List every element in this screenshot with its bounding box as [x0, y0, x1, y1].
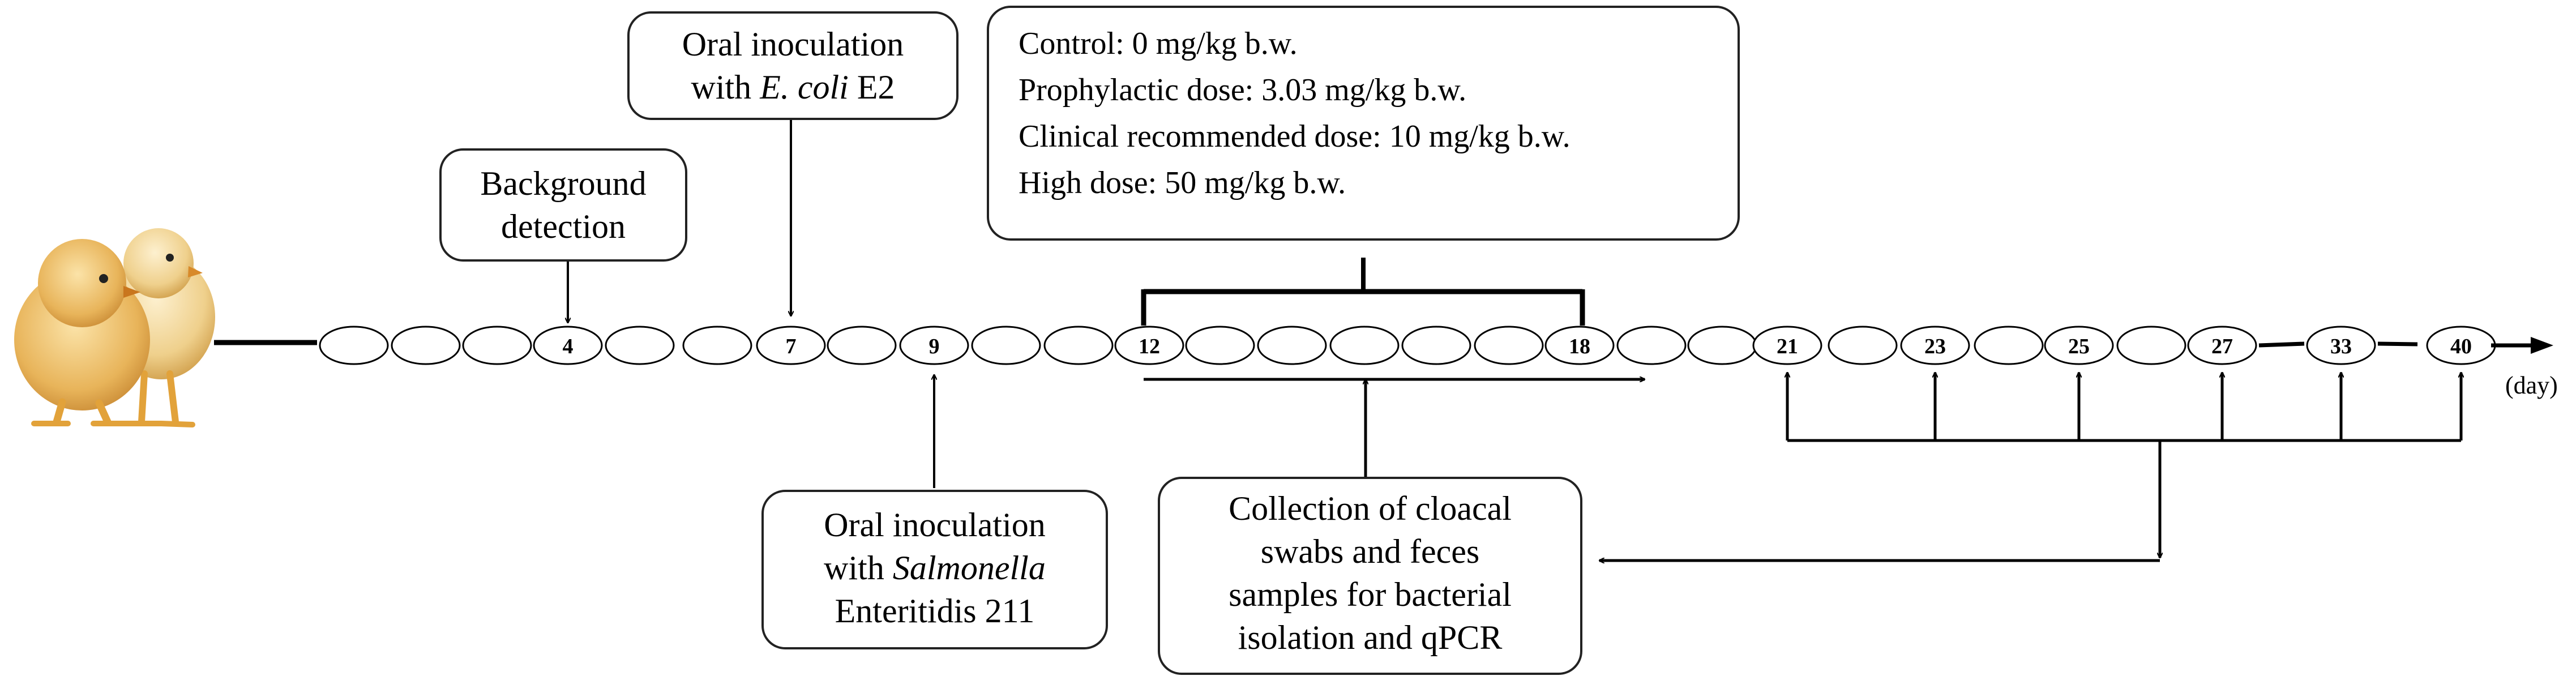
day-oval-21: 21 — [1752, 326, 1822, 365]
background-box-line-1: Background — [480, 165, 647, 202]
day-oval-blank — [1616, 326, 1687, 365]
day-oval-blank — [391, 326, 461, 365]
day-oval-4: 4 — [533, 326, 603, 365]
salmonella-organism-name: Salmonella — [892, 549, 1046, 587]
day-oval-40: 40 — [2426, 326, 2496, 365]
timeline-arrowhead — [2531, 337, 2553, 354]
day-label-12: 12 — [1139, 335, 1160, 358]
day-label-27: 27 — [2211, 335, 2233, 358]
collection-box-line-2: swabs and feces — [1260, 533, 1480, 570]
day-oval-blank — [1974, 326, 2044, 365]
day-oval-12: 12 — [1114, 326, 1184, 365]
day-oval-blank — [1257, 326, 1327, 365]
day-oval-blank — [1474, 326, 1544, 365]
day-oval-9: 9 — [899, 326, 969, 365]
dose-control: Control: 0 mg/kg b.w. — [1019, 26, 1298, 61]
day-oval-blank — [682, 326, 752, 365]
collection-box-line-4: isolation and qPCR — [1238, 619, 1503, 656]
day-oval-18: 18 — [1544, 326, 1615, 365]
day-oval-27: 27 — [2187, 326, 2257, 365]
day-oval-blank — [2116, 326, 2186, 365]
day-oval-33: 33 — [2306, 326, 2376, 365]
day-oval-blank — [1401, 326, 1471, 365]
ecoli-box-line-2: with E. coli E2 — [691, 69, 895, 106]
ecoli-inoculation-box: Oral inoculation with E. coli E2 — [627, 11, 958, 120]
day-label-25: 25 — [2068, 335, 2090, 358]
day-oval-7: 7 — [756, 326, 826, 365]
dose-high: High dose: 50 mg/kg b.w. — [1019, 165, 1346, 200]
timeline-segment-27-33 — [2258, 341, 2305, 348]
background-detection-box: Background detection — [439, 148, 687, 262]
sampling-bracket — [1599, 373, 2461, 561]
day-label-40: 40 — [2450, 335, 2472, 358]
day-oval-23: 23 — [1900, 326, 1970, 365]
day-oval-blank — [1043, 326, 1114, 365]
collection-box-line-3: samples for bacterial — [1229, 576, 1512, 613]
day-label-7: 7 — [786, 335, 797, 358]
dose-prophylactic: Prophylactic dose: 3.03 mg/kg b.w. — [1019, 72, 1467, 108]
dose-groups-box: Control: 0 mg/kg b.w. Prophylactic dose:… — [987, 6, 1740, 241]
day-oval-blank — [971, 326, 1041, 365]
dose-clinical: Clinical recommended dose: 10 mg/kg b.w. — [1019, 119, 1571, 154]
salmonella-inoculation-box: Oral inoculation with Salmonella Enterit… — [761, 490, 1108, 649]
salmonella-box-line-3: Enteritidis 211 — [835, 592, 1035, 630]
day-oval-25: 25 — [2044, 326, 2114, 365]
day-oval-blank — [1185, 326, 1255, 365]
background-box-line-2: detection — [501, 208, 626, 245]
day-label-23: 23 — [1924, 335, 1946, 358]
salmonella-box-line-1: Oral inoculation — [824, 506, 1046, 544]
day-label-33: 33 — [2330, 335, 2352, 358]
day-oval-blank — [605, 326, 675, 365]
sample-collection-box: Collection of cloacal swabs and feces sa… — [1158, 477, 1582, 675]
ecoli-box-line-1: Oral inoculation — [682, 25, 904, 63]
dose-period-bracket — [1141, 258, 1585, 326]
day-oval-blank — [1828, 326, 1898, 365]
collection-box-line-1: Collection of cloacal — [1229, 490, 1512, 527]
day-label-21: 21 — [1777, 335, 1798, 358]
ecoli-organism-name: E. coli — [760, 69, 849, 106]
day-oval-blank — [1687, 326, 1757, 365]
day-oval-blank — [1329, 326, 1400, 365]
chick-illustration — [14, 228, 215, 427]
day-oval-blank — [827, 326, 897, 365]
day-label-4: 4 — [563, 335, 574, 358]
day-ovals: 4 7 9 12 18 21 23 25 27 33 40 — [319, 326, 2496, 365]
day-oval-blank — [462, 326, 532, 365]
day-oval-blank — [319, 326, 389, 365]
day-unit-label: (day) — [2505, 371, 2558, 399]
salmonella-box-line-2: with Salmonella — [824, 549, 1046, 587]
day-label-18: 18 — [1569, 335, 1590, 358]
day-label-9: 9 — [929, 335, 940, 358]
